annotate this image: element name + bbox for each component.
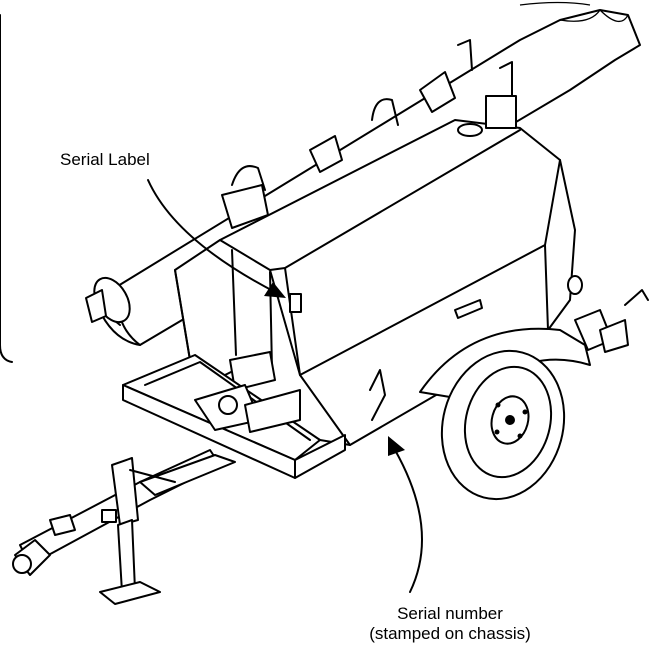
serial-label-callout: Serial Label <box>60 150 150 169</box>
tongue-jack <box>99 457 176 605</box>
serial-number-callout-line1: Serial number <box>397 604 503 623</box>
serial-label-plate <box>289 293 302 313</box>
wheel-assembly <box>419 327 591 501</box>
serial-number-callout: Serial number (stamped on chassis) <box>330 604 570 644</box>
chassis-frame <box>122 354 346 479</box>
serial-number-arrow <box>388 436 423 593</box>
serial-number-callout-line2: (stamped on chassis) <box>369 624 531 643</box>
rear-stabilizer <box>574 289 649 353</box>
page-border <box>0 14 13 363</box>
serial-label-arrow <box>147 179 286 298</box>
